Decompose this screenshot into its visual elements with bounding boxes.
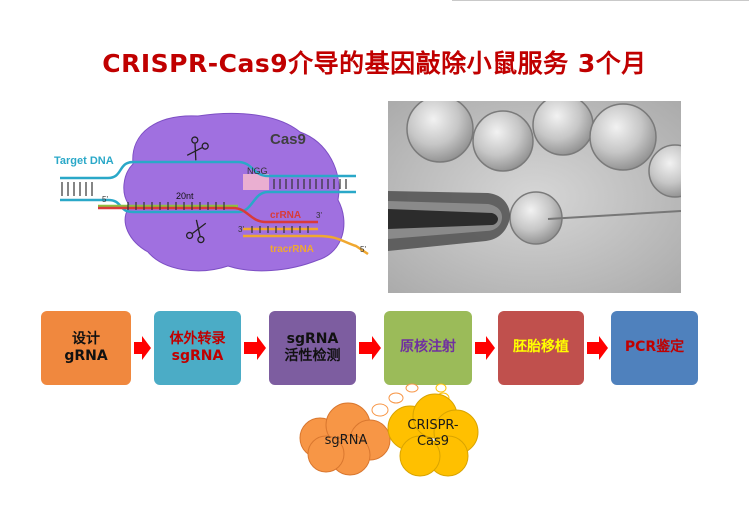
base-pair-ticks bbox=[61, 179, 347, 233]
tracr-five-prime-label: 5' bbox=[360, 245, 366, 254]
target-dna-label: Target DNA bbox=[54, 155, 114, 167]
top-divider bbox=[452, 0, 749, 1]
thought-bubble-dots bbox=[371, 383, 419, 417]
step-design-grna: 设计 gRNA bbox=[41, 311, 131, 385]
five-prime-label: 5' bbox=[102, 195, 108, 204]
flow-arrow bbox=[244, 336, 266, 360]
cas9-label: Cas9 bbox=[270, 131, 306, 148]
crispr-cloud-shape bbox=[387, 393, 479, 477]
sgrna-cloud-shape bbox=[299, 402, 391, 476]
step-sgrna-activity-test: sgRNA 活性检测 bbox=[269, 311, 356, 385]
page-title: CRISPR-Cas9介导的基因敲除小鼠服务 3个月 bbox=[102, 49, 647, 78]
tracrrna-strand bbox=[243, 234, 369, 256]
step-pcr-identification: PCR鉴定 bbox=[611, 311, 698, 385]
three-prime-left-label: 3' bbox=[238, 225, 244, 234]
microinjection-photo bbox=[388, 101, 681, 293]
tracrrna-label: tracrRNA bbox=[270, 244, 314, 255]
ngg-highlight bbox=[243, 174, 269, 190]
cas9-diagram: Cas9 Target DNA 5' 20nt NGG crRNA 3' 3' … bbox=[54, 112, 369, 272]
flow-arrow bbox=[475, 336, 495, 360]
crrna-label: crRNA bbox=[270, 210, 301, 221]
injection-needle bbox=[547, 210, 681, 220]
twenty-nt-label: 20nt bbox=[176, 191, 194, 201]
flow-arrow bbox=[134, 336, 151, 360]
step-embryo-transfer: 胚胎移植 bbox=[498, 311, 584, 385]
scissors-icon bbox=[186, 136, 209, 161]
crispr-cas9-cloud-label: CRISPR- Cas9 bbox=[407, 417, 459, 449]
scissors-icon bbox=[185, 219, 207, 244]
flow-arrow bbox=[359, 336, 381, 360]
step-in-vitro-transcription: 体外转录 sgRNA bbox=[154, 311, 241, 385]
flow-arrow bbox=[587, 336, 608, 360]
oocyte-cells bbox=[406, 101, 681, 245]
cas9-protein-shape bbox=[123, 112, 345, 272]
step-pronuclear-injection: 原核注射 bbox=[384, 311, 472, 385]
crrna-three-prime-label: 3' bbox=[316, 211, 322, 220]
sgrna-cloud-label: sgRNA bbox=[324, 432, 368, 448]
ngg-label: NGG bbox=[247, 166, 268, 176]
crrna-strand bbox=[98, 206, 318, 224]
